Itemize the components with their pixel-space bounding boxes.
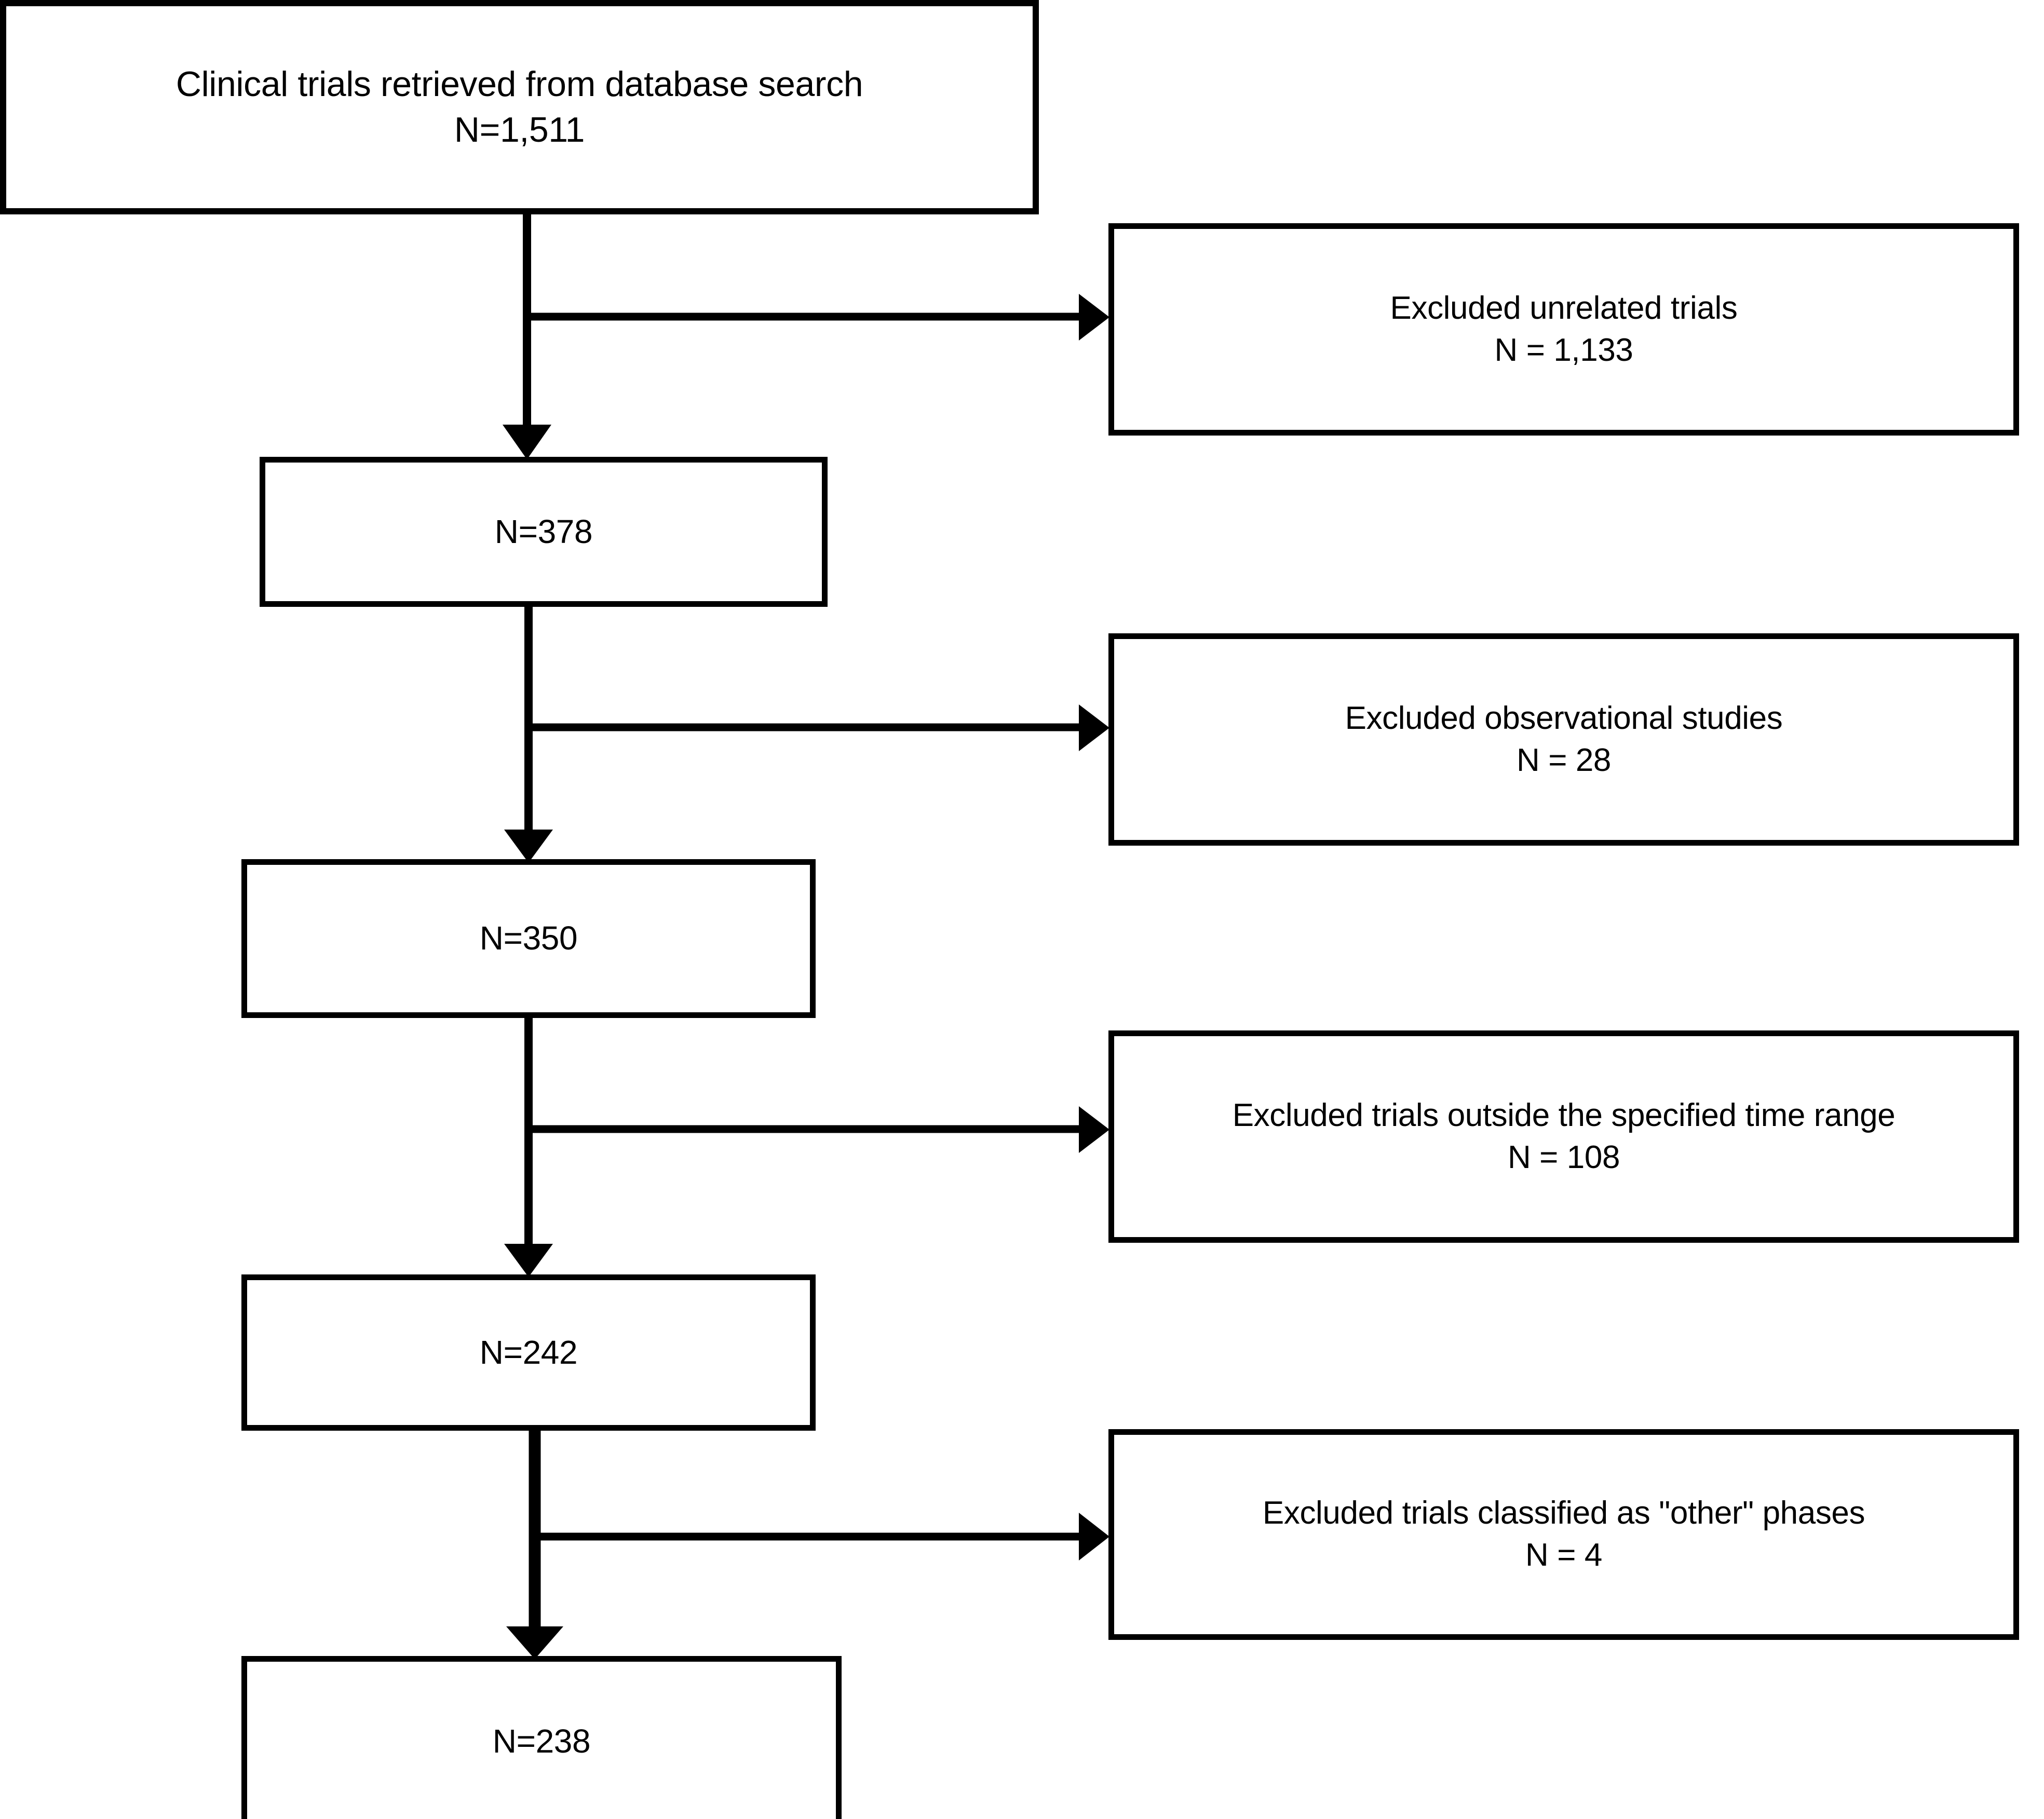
exclusion-node-outside-time-range: Excluded trials outside the specified ti… — [1108, 1030, 2019, 1243]
flow-node-n238: N=238 — [241, 1656, 842, 1819]
connector-n242-to-excl-other — [535, 1513, 1109, 1560]
connector-retrieved-to-excl-unrelated — [527, 294, 1109, 341]
exclusion-node-outside-time-range-label: Excluded trials outside the specified ti… — [1232, 1097, 1896, 1133]
connector-n350-to-excl-time — [529, 1106, 1109, 1153]
connector-n242-to-n238 — [506, 1430, 563, 1659]
flow-node-retrieved: Clinical trials retrieved from database … — [0, 0, 1039, 214]
connector-retrieved-to-n378 — [503, 214, 551, 459]
flow-node-n378-count: N=378 — [494, 512, 593, 550]
exclusion-node-unrelated-trials-count: N = 1,133 — [1494, 332, 1633, 368]
flow-node-retrieved-count: N=1,511 — [454, 110, 585, 150]
exclusion-node-other-phases: Excluded trials classified as "other" ph… — [1108, 1429, 2019, 1640]
flow-node-n242: N=242 — [241, 1274, 816, 1431]
flow-node-retrieved-label: Clinical trials retrieved from database … — [175, 64, 863, 104]
connector-n378-to-excl-obs — [529, 704, 1109, 751]
connector-n350-to-n242 — [504, 1017, 553, 1277]
exclusion-node-outside-time-range-count: N = 108 — [1507, 1139, 1620, 1175]
flow-node-n378: N=378 — [260, 457, 828, 607]
exclusion-node-other-phases-label: Excluded trials classified as "other" ph… — [1262, 1495, 1865, 1531]
exclusion-node-observational-studies-count: N = 28 — [1517, 742, 1611, 778]
flow-node-n350: N=350 — [241, 859, 816, 1018]
exclusion-node-observational-studies: Excluded observational studies N = 28 — [1108, 633, 2019, 846]
flow-node-n242-count: N=242 — [479, 1333, 578, 1371]
exclusion-node-other-phases-count: N = 4 — [1525, 1537, 1602, 1573]
connector-n378-to-n350 — [504, 606, 553, 863]
exclusion-node-unrelated-trials-label: Excluded unrelated trials — [1390, 290, 1738, 326]
exclusion-node-observational-studies-label: Excluded observational studies — [1345, 700, 1783, 736]
flow-node-n350-count: N=350 — [479, 919, 578, 957]
exclusion-node-unrelated-trials: Excluded unrelated trials N = 1,133 — [1108, 223, 2019, 436]
flow-node-n238-count: N=238 — [492, 1722, 591, 1760]
